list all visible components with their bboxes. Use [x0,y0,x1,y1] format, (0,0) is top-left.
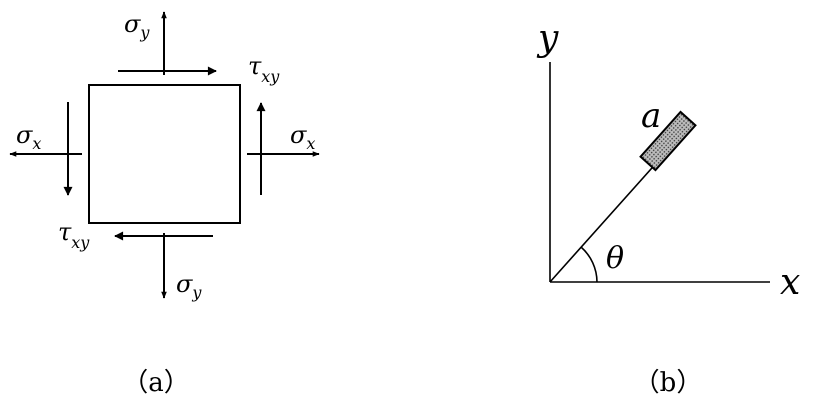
panel-b: y x a θ （b） [536,18,800,398]
tau-xy-bottom-label: τxy [58,218,90,252]
angle-label: θ [606,241,624,276]
x-axis-label: x [780,262,800,303]
sigma-y-top-label: σy [124,10,150,42]
tau-xy-top-label: τxy [248,52,280,86]
sigma-x-left-label: σx [16,121,41,153]
strain-gauge [639,110,697,172]
sigma-x-right-label: σx [290,121,315,153]
gauge-label: a [641,96,661,136]
stress-element [88,84,241,224]
panel-a: σy τxy σx σx τxy σy （a） [9,10,320,398]
sigma-y-bottom-label: σy [176,270,202,302]
caption-b: （b） [634,368,703,398]
angle-arc [580,246,598,283]
y-axis-label: y [536,18,559,59]
caption-a: （a） [122,368,190,398]
